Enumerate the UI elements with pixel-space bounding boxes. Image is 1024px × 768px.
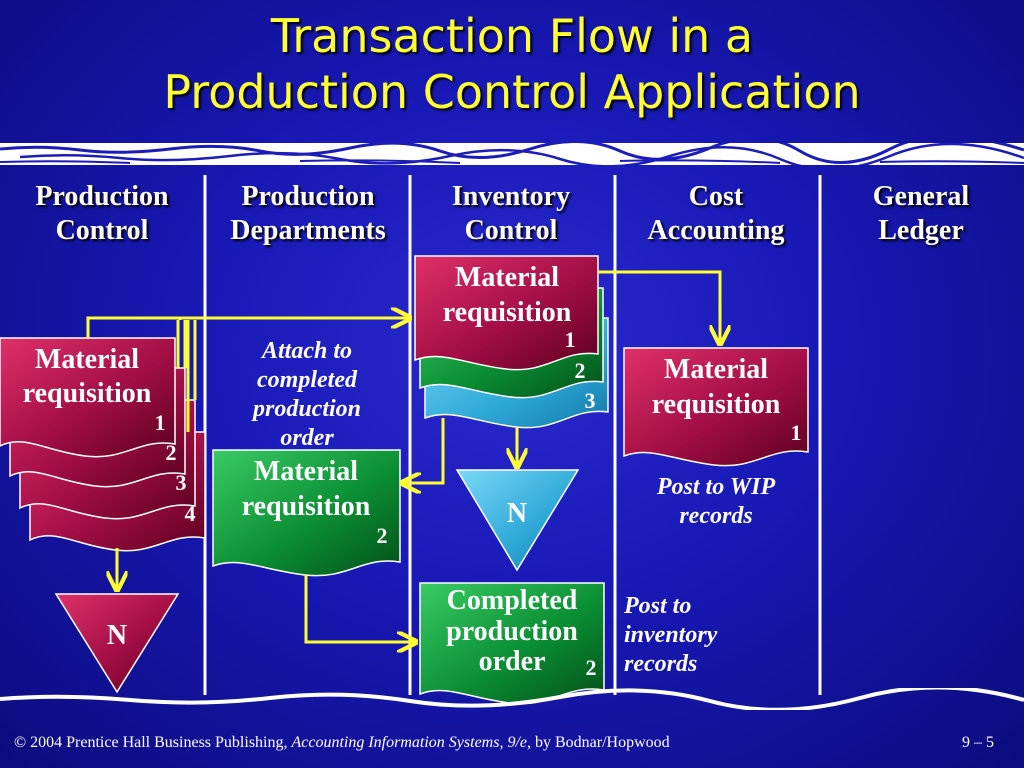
copy-number: 1 <box>565 327 576 352</box>
arrow-inventory-to-departments <box>404 418 445 483</box>
doc-label-line: Material <box>664 354 768 385</box>
footer-suffix: , by Bodnar/Hopwood <box>527 734 670 751</box>
doc-label-line: Completed <box>447 585 578 616</box>
doc-label-line: requisition <box>23 378 152 409</box>
column-header-line: Cost <box>688 181 744 212</box>
column-header-line: Production <box>241 181 375 212</box>
flow-connectors <box>86 270 720 642</box>
doc-label-line: order <box>479 646 546 677</box>
top-wave-band <box>0 143 1024 165</box>
note-wip-line: Post to WIP <box>656 474 776 500</box>
column-header-line: Accounting <box>647 215 785 246</box>
column-header-line: General <box>872 181 970 212</box>
cost-accounting-requisition-copy-1 <box>623 347 809 467</box>
page-number: 9 – 5 <box>962 734 994 751</box>
column-header-line: Production <box>35 181 169 212</box>
column-header-production-control: Production Control <box>2 180 202 248</box>
doc-label-line: Material <box>455 262 559 293</box>
doc-label-line: production <box>446 616 578 647</box>
copy-number: 1 <box>155 410 166 435</box>
column-header-line: Control <box>464 215 558 246</box>
copy-number: 4 <box>185 501 196 526</box>
column-header-production-departments: Production Departments <box>206 180 410 248</box>
note-inventory-line: records <box>624 651 697 677</box>
inventory-control-requisition-stack <box>414 255 609 429</box>
column-header-line: Inventory <box>451 181 571 212</box>
arrow-stack-copy-lines <box>176 320 197 400</box>
production-control-requisition-stack <box>0 337 206 552</box>
note-attach-line: Attach to <box>260 338 352 364</box>
footer-citation: © 2004 Prentice Hall Business Publishing… <box>14 734 670 752</box>
note-attach-line: order <box>280 425 334 451</box>
column-header-cost-accounting: Cost Accounting <box>616 180 816 248</box>
footer-prefix: © 2004 Prentice Hall Business Publishing… <box>14 734 292 751</box>
requisition-copy-1 <box>0 337 176 458</box>
doc-label-line: requisition <box>652 389 781 420</box>
copy-number: 2 <box>586 655 597 680</box>
copy-number: 3 <box>176 470 187 495</box>
copy-number: 2 <box>575 358 586 383</box>
arrow-requisition-to-inventory <box>86 318 408 338</box>
file-triangle-production-control <box>54 593 180 694</box>
note-wip-line: records <box>679 503 752 529</box>
doc-label-line: Material <box>254 456 358 487</box>
footer-book-title: Accounting Information Systems, 9/e <box>291 734 527 751</box>
copy-number: 2 <box>166 440 177 465</box>
file-label: N <box>507 498 527 529</box>
note-inventory-line: Post to <box>623 593 691 619</box>
arrow-inventory-to-cost <box>598 270 720 342</box>
copy-number: 1 <box>791 420 802 445</box>
note-attach-line: production <box>251 396 361 422</box>
note-attach-line: completed <box>257 367 358 393</box>
doc-label-line: requisition <box>443 297 572 328</box>
file-triangle-inventory-control <box>455 469 580 572</box>
column-header-inventory-control: Inventory Control <box>411 180 611 248</box>
requisition-copy-1 <box>414 255 599 371</box>
doc-label-line: Material <box>35 344 139 375</box>
file-label: N <box>107 620 127 651</box>
copy-number: 3 <box>585 388 596 413</box>
column-header-line: Ledger <box>878 215 964 246</box>
title-line-2: Production Control Application <box>163 65 861 119</box>
bottom-wave-line <box>0 688 1024 710</box>
doc-label-line: requisition <box>242 491 371 522</box>
column-header-line: Control <box>55 215 149 246</box>
column-header-line: Departments <box>230 215 386 246</box>
column-header-general-ledger: General Ledger <box>821 180 1021 248</box>
arrow-departments-to-completed <box>304 575 414 642</box>
note-inventory-line: inventory <box>624 622 718 648</box>
copy-number: 2 <box>377 523 388 548</box>
slide-title: Transaction Flow in a Production Control… <box>0 8 1024 120</box>
title-line-1: Transaction Flow in a <box>270 9 754 63</box>
